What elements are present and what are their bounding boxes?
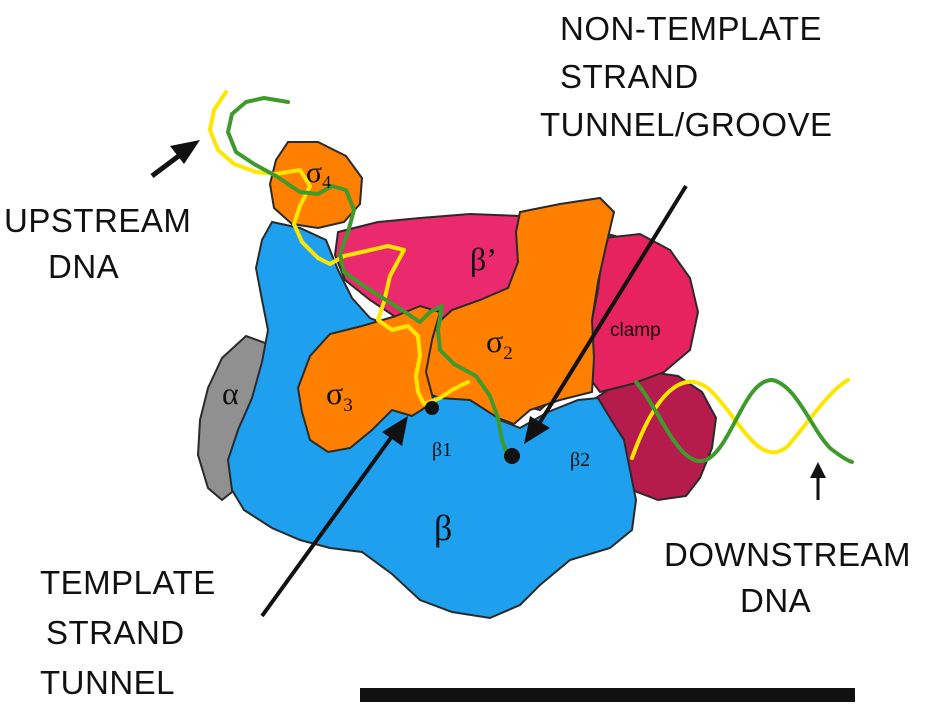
beta2-label: β2 — [570, 449, 590, 471]
bottom-bar — [360, 688, 855, 702]
active-site-beta2 — [504, 448, 520, 464]
downstream-label-line2: DNA — [740, 582, 811, 619]
beta1-label: β1 — [432, 439, 452, 461]
active-site-beta1 — [425, 401, 439, 415]
template-label-line2: STRAND — [46, 614, 185, 651]
nontemplate-label-line1: NON-TEMPLATE — [560, 10, 822, 47]
downstream-pointer-arrowhead — [810, 462, 826, 478]
template-label-line1: TEMPLATE — [40, 564, 216, 601]
upstream-label-line2: DNA — [48, 248, 119, 285]
downstream-label-line1: DOWNSTREAM — [664, 536, 911, 573]
template-label-line3: TUNNEL — [40, 664, 175, 701]
clamp-label: clamp — [610, 320, 661, 341]
nontemplate-label-line2: STRAND — [560, 58, 699, 95]
alpha-label: α — [222, 375, 239, 411]
upstream-label-line1: UPSTREAM — [4, 202, 191, 239]
beta-prime-label: β’ — [470, 241, 497, 277]
beta-label: β — [434, 508, 452, 548]
nontemplate-label-line3: TUNNEL/GROOVE — [540, 106, 833, 143]
